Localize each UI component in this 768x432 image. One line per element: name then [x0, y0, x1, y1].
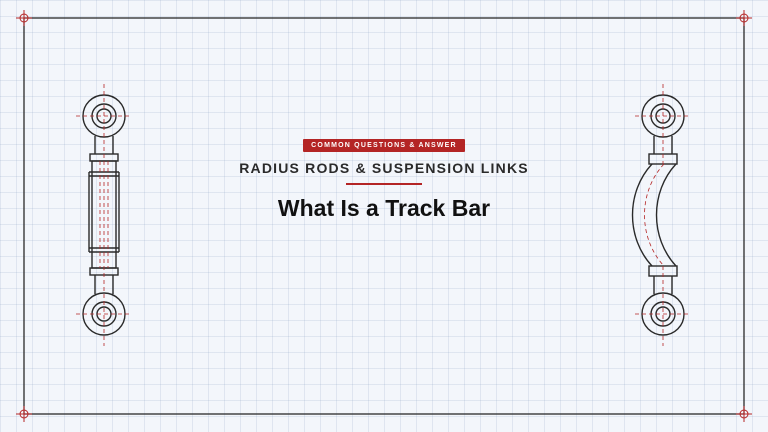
corner-mark-top-left [16, 10, 32, 26]
straight-radius-rod-illustration [82, 94, 126, 336]
corner-mark-bottom-left [16, 406, 32, 422]
corner-mark-bottom-right [736, 406, 752, 422]
curved-track-bar-illustration [631, 94, 685, 336]
corner-mark-top-right [736, 10, 752, 26]
headline-block: COMMON QUESTIONS & ANSWER RADIUS RODS & … [184, 134, 584, 222]
page-title: What Is a Track Bar [277, 194, 491, 221]
straight-rod-centerlines [76, 84, 132, 346]
accent-divider [346, 183, 422, 185]
section-subtitle: RADIUS RODS & SUSPENSION LINKS [239, 160, 529, 176]
category-badge: COMMON QUESTIONS & ANSWER [303, 139, 465, 152]
curved-bar-centerlines [635, 84, 691, 346]
frame-border [23, 17, 745, 415]
